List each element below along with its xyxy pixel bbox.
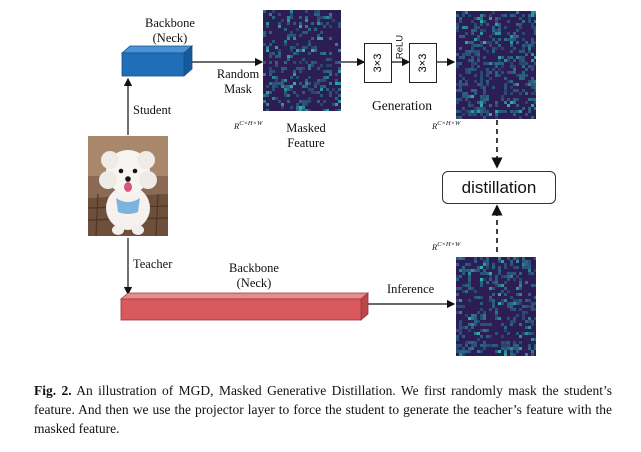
figure-caption: Fig. 2. An illustration of MGD, Masked G… [34,381,612,438]
conv2-label: 3×3 [417,53,429,73]
distillation-label: distillation [461,177,537,197]
teacher-label: Teacher [133,257,173,271]
masked-feature-label: Masked Feature [286,121,326,150]
teacher-backbone-block [119,292,370,321]
generation-label: Generation [372,98,432,113]
distillation-box: distillation [442,171,556,204]
random-mask-label: Random Mask [216,67,260,96]
inference-label: Inference [387,282,435,296]
relu-label: ReLU [394,34,406,60]
masked-feature-map [263,10,341,111]
student-label: Student [133,103,172,117]
student-backbone-label: Backbone (Neck) [145,16,195,45]
caption-label: Fig. 2. [34,383,72,398]
conv2-block: 3×3 [409,43,437,83]
dim-label-teacher: RC×H×W [432,241,461,252]
teacher-backbone-label: Backbone (Neck) [229,261,279,290]
dim-label-masked: RC×H×W [234,120,263,131]
caption-text: An illustration of MGD, Masked Generativ… [34,383,612,436]
conv1-label: 3×3 [372,53,384,73]
diagram-connectors [123,57,503,309]
student-backbone-block [120,45,194,77]
teacher-feature-map [456,257,536,356]
dim-label-generated: RC×H×W [432,120,461,131]
dog-photo [88,136,168,236]
conv1-block: 3×3 [364,43,392,83]
generated-feature-map [456,11,536,119]
